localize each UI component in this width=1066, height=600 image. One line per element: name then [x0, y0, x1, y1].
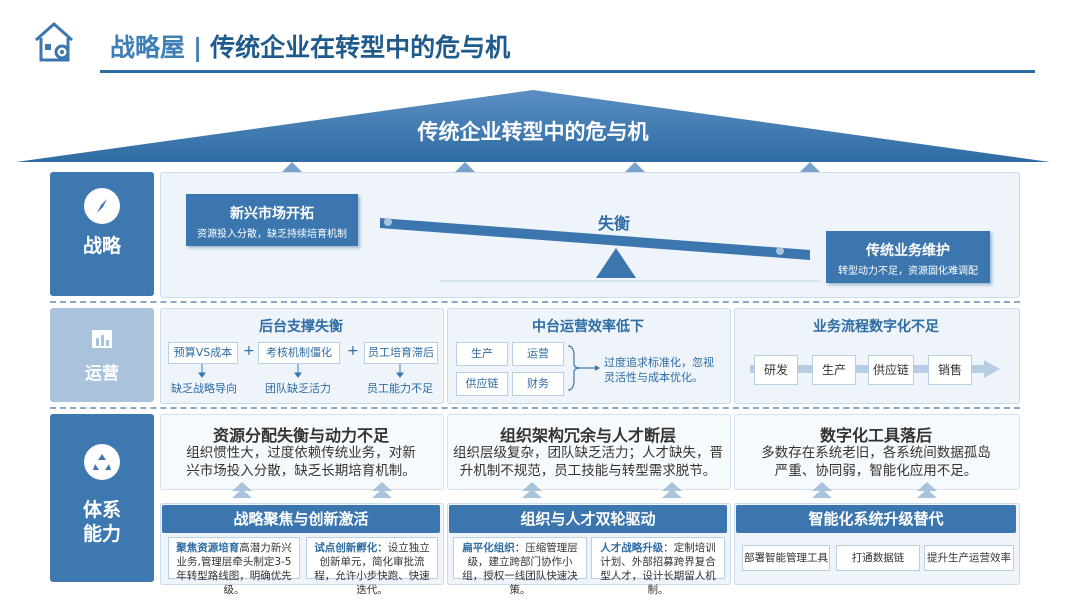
backend-box-training: 员工培育滞后 [364, 342, 438, 364]
problem-title-2: 组织架构冗余与人才断层 [499, 426, 676, 445]
solution-card-1b-key: 试点创新孵化 [314, 542, 378, 554]
solution-card-2a-key: 扁平化组织 [462, 542, 515, 554]
tile-strategy: 战略 [50, 172, 154, 296]
solution-card-1a: 聚焦资源培育高潜力新兴业务,管理层牵头制定3-5年转型路线图，明确优先级。 [168, 537, 300, 596]
solution-pill-3: 提升生产运营效率 [924, 545, 1014, 571]
backend-title: 后台支撑失衡 [259, 319, 343, 335]
traditional-business-desc: 转型动力不足，资源固化难调配 [838, 266, 978, 277]
middle-bracket [567, 345, 600, 391]
backend-result-2: 团队缺乏活力 [265, 382, 331, 395]
recycle-icon [84, 444, 120, 480]
tile-capability-label-2: 能力 [82, 523, 121, 545]
problem-desc-1: 组织惯性大，过度依赖传统业务，对新兴市场投入分散，缺乏长期培育机制。 [186, 445, 416, 479]
middle-note: 过度追求标准化，忽视灵活性与成本优化。 [604, 356, 714, 384]
solution-title-1: 战略聚焦与创新激活 [162, 505, 440, 533]
capability-arrows [232, 482, 937, 498]
process-step-rd: 研发 [754, 355, 798, 385]
problem-desc-2: 组织层级复杂，团队缺乏活力；人才缺失，晋升机制不规范，员工技能与转型需求脱节。 [453, 445, 723, 479]
solution-pill-1: 部署智能管理工具 [742, 545, 830, 571]
title-sub: 传统企业在转型中的危与机 [210, 33, 511, 62]
emerging-market-desc: 资源投入分散，缺乏持续培育机制 [197, 229, 347, 240]
solution-pill-2: 打通数据链 [836, 545, 920, 571]
solution-title-2: 组织与人才双轮驱动 [449, 505, 727, 533]
backend-result-1: 缺乏战略导向 [171, 382, 237, 395]
problem-panel-3 [734, 414, 1020, 490]
middle-box-supply: 供应链 [456, 372, 508, 396]
solution-title-3: 智能化系统升级替代 [736, 505, 1016, 533]
problem-panel-2 [447, 414, 731, 490]
divider-2 [50, 407, 1020, 409]
page-title: 战略屋|传统企业在转型中的危与机 [110, 28, 510, 64]
plus-2: + [347, 343, 359, 359]
plus-1: + [243, 343, 255, 359]
tile-capability-label-1: 体系 [82, 499, 121, 521]
solution-card-1a-key: 聚焦资源培育 [176, 542, 240, 554]
tile-capability: 体系 能力 [50, 414, 154, 582]
roof-title: 传统企业转型中的危与机 [417, 120, 649, 144]
divider-1 [50, 301, 1020, 303]
process-step-sales: 销售 [928, 355, 972, 385]
traditional-business-card: 传统业务维护 转型动力不足，资源固化难调配 [826, 231, 990, 283]
roof [0, 90, 1066, 164]
middle-box-operation: 运营 [512, 342, 564, 366]
house-gear-icon [35, 21, 73, 62]
tile-strategy-label: 战略 [82, 235, 121, 257]
backend-box-appraisal: 考核机制僵化 [258, 342, 340, 364]
problem-panel-1 [160, 414, 444, 490]
backend-arrows [198, 364, 404, 378]
balance-label: 失衡 [598, 214, 631, 233]
problem-title-1: 资源分配失衡与动力不足 [212, 426, 389, 445]
solution-card-2b-key: 人才战略升级 [600, 542, 664, 554]
solution-card-1b-text: ：设立独立创新单元，简化审批流程，允许小步快跑、快速迭代。 [314, 542, 430, 596]
backend-result-3: 员工能力不足 [367, 382, 433, 395]
emerging-market-title: 新兴市场开拓 [230, 206, 314, 222]
title-separator: | [193, 33, 203, 62]
header-divider [100, 70, 1035, 73]
tile-operation-label: 运营 [85, 364, 119, 384]
solution-card-2b: 人才战略升级：定制培训计划、外部招募跨界复合型人才，设计长期留人机制。 [591, 537, 725, 596]
solution-card-2a-text: ：压缩管理层级，建立跨部门协作小组，授权一线团队快速决策。 [462, 542, 578, 596]
solution-card-1a-text: 高潜力新兴业务,管理层牵头制定3-5年转型路线图，明确优先级。 [176, 542, 292, 596]
process-step-supply: 供应链 [868, 355, 914, 385]
problem-desc-3: 多数存在系统老旧，各系统间数据孤岛严重、协同弱，智能化应用不足。 [761, 445, 991, 479]
traditional-business-title: 传统业务维护 [866, 243, 950, 259]
backend-box-budget: 预算VS成本 [168, 342, 238, 364]
process-title: 业务流程数字化不足 [813, 319, 939, 335]
middle-box-finance: 财务 [512, 372, 564, 396]
building-chart-icon [92, 330, 112, 348]
emerging-market-card: 新兴市场开拓 资源投入分散，缺乏持续培育机制 [186, 194, 358, 246]
title-main: 战略屋 [110, 33, 186, 62]
balance-scale [380, 218, 820, 282]
solution-card-2b-text: ：定制培训计划、外部招募跨界复合型人才，设计长期留人机制。 [600, 542, 716, 596]
process-step-production: 生产 [812, 355, 856, 385]
problem-title-3: 数字化工具落后 [819, 426, 932, 445]
solution-card-1b: 试点创新孵化：设立独立创新单元，简化审批流程，允许小步快跑、快速迭代。 [306, 537, 438, 596]
solution-card-2a: 扁平化组织：压缩管理层级，建立跨部门协作小组，授权一线团队快速决策。 [453, 537, 587, 596]
tile-operation: 运营 [50, 308, 154, 402]
middle-box-production: 生产 [456, 342, 508, 366]
compass-icon [84, 188, 120, 224]
middle-title: 中台运营效率低下 [532, 319, 644, 335]
